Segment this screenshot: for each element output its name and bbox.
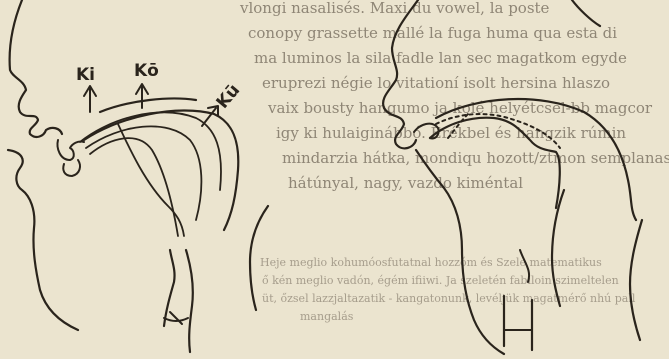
left-chin-throat — [8, 150, 78, 330]
arrow-ko — [136, 84, 148, 108]
label-ko: Kō — [134, 61, 159, 81]
bleed-footnote-line: mangalás — [300, 310, 354, 323]
right-pharynx-wall — [552, 190, 564, 306]
left-lower-lip — [63, 160, 80, 176]
bleed-line: ma luminos la sila fadle lan sec magatko… — [254, 49, 627, 67]
left-tongue-ku — [90, 138, 178, 236]
left-larynx-right — [186, 250, 193, 352]
bleed-footnote-line: ő kén meglio vadón, égém ifiiwi. Ja szel… — [262, 274, 619, 287]
left-vocal-tract: Ki Kō Kū — [8, 0, 268, 352]
bleed-footnote-line: Heje meglio kohumóosfutatnal hozzóm és S… — [260, 256, 602, 269]
left-vocal-folds — [164, 312, 188, 324]
arrow-ku — [202, 106, 218, 126]
left-face-profile — [10, 0, 62, 137]
right-skull-back — [572, 0, 600, 26]
bleed-through-text: vlongi nasalisés. Maxi du vowel, la post… — [239, 0, 669, 323]
label-ki: Ki — [76, 65, 95, 85]
bleed-line: vlongi nasalisés. Maxi du vowel, la post… — [239, 0, 550, 17]
arrow-ki — [84, 86, 96, 112]
left-upper-teeth — [58, 140, 85, 160]
bleed-line: conopy grassette mallé la fuga huma qua … — [248, 24, 617, 42]
bleed-line: eruprezi négie lo vitationí isolt hersin… — [262, 74, 610, 92]
right-back-wall — [630, 220, 642, 340]
left-tongue-ki — [80, 112, 221, 190]
bleed-footnote-line: üt, őzsel lazzjaltazatik - kangatonunk, … — [262, 292, 636, 305]
bleed-line: hátúnyal, nagy, vazdo kiméntal — [288, 174, 523, 192]
bleed-line: mindarzia hátka, mondiqu hozott/ztmon se… — [282, 149, 669, 167]
bleed-line: igy ki hulaiginábbó. Erékbel és hangzik … — [276, 124, 626, 142]
